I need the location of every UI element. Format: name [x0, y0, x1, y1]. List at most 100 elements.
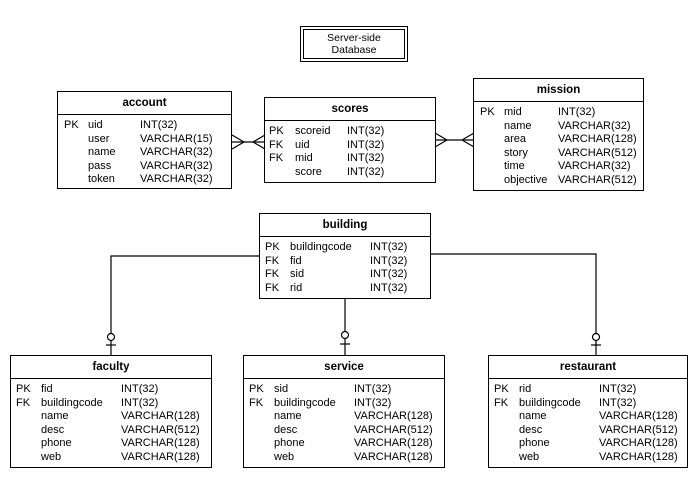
field-key: FK	[16, 396, 31, 409]
field-name: desc	[274, 423, 298, 436]
field-name: buildingcode	[274, 396, 336, 409]
field-name: area	[504, 133, 527, 145]
entity-title: building	[260, 214, 430, 237]
rel-scores-mission	[434, 132, 475, 148]
entity-title: mission	[474, 79, 643, 102]
field-name: desc	[41, 423, 65, 436]
field-name: uid	[295, 138, 310, 151]
field-name: phone	[519, 437, 550, 449]
field-name: rid	[290, 281, 303, 294]
field-row: score INT(32)	[265, 166, 435, 180]
rel-account-scores	[231, 134, 266, 150]
field-type: INT(32)	[347, 165, 385, 178]
field-name: score	[295, 165, 322, 178]
field-name: token	[88, 173, 115, 185]
field-type: VARCHAR(128)	[558, 133, 637, 145]
field-name: name	[504, 119, 532, 132]
field-row: area VARCHAR(128)	[474, 133, 643, 147]
field-key: FK	[265, 254, 280, 267]
field-key: PK	[64, 119, 79, 131]
diagram-title-line1: Server-side	[327, 32, 381, 44]
entity-title: service	[244, 356, 444, 379]
field-key: FK	[249, 396, 264, 409]
field-name: phone	[274, 437, 305, 449]
field-key: PK	[269, 125, 284, 137]
field-type: VARCHAR(128)	[599, 450, 678, 463]
field-type: INT(32)	[121, 396, 159, 409]
field-name: time	[504, 160, 525, 172]
field-name: rid	[519, 383, 532, 395]
field-name: user	[88, 132, 110, 145]
field-type: VARCHAR(32)	[140, 146, 213, 158]
field-type: VARCHAR(512)	[354, 423, 433, 436]
field-type: VARCHAR(128)	[354, 437, 433, 449]
entity-title: restaurant	[489, 356, 687, 379]
diagram-title-box: Server-side Database	[300, 26, 408, 62]
field-name: web	[274, 450, 295, 463]
field-name: web	[41, 450, 62, 463]
field-name: name	[519, 410, 547, 422]
rel-building-faculty	[106, 255, 260, 355]
field-type: VARCHAR(32)	[558, 119, 631, 132]
entity-title: account	[58, 92, 231, 115]
field-name: uid	[88, 119, 103, 131]
field-name: story	[504, 146, 528, 159]
field-name: mid	[295, 152, 313, 164]
field-type: INT(32)	[370, 241, 408, 253]
field-name: buildingcode	[290, 241, 352, 253]
field-row: phone VARCHAR(128)	[244, 437, 444, 451]
field-type: VARCHAR(128)	[121, 437, 200, 449]
field-name: pass	[88, 159, 112, 172]
field-name: scoreid	[295, 125, 331, 137]
field-name: phone	[41, 437, 72, 449]
field-type: INT(32)	[370, 268, 408, 280]
field-name: desc	[519, 423, 543, 436]
field-key: PK	[249, 383, 264, 395]
field-type: INT(32)	[354, 383, 392, 395]
field-name: web	[519, 450, 540, 463]
field-type: VARCHAR(128)	[121, 450, 200, 463]
field-type: INT(32)	[354, 396, 392, 409]
field-type: INT(32)	[121, 383, 159, 395]
field-type: INT(32)	[558, 106, 596, 118]
field-type: INT(32)	[599, 383, 637, 395]
field-type: INT(32)	[370, 281, 408, 294]
field-name: fid	[290, 254, 302, 267]
field-name: mid	[504, 106, 522, 118]
field-row: web VARCHAR(128)	[489, 451, 687, 465]
rel-building-restaurant	[430, 253, 601, 355]
field-name: objective	[504, 173, 548, 186]
rel-building-service	[340, 298, 350, 355]
